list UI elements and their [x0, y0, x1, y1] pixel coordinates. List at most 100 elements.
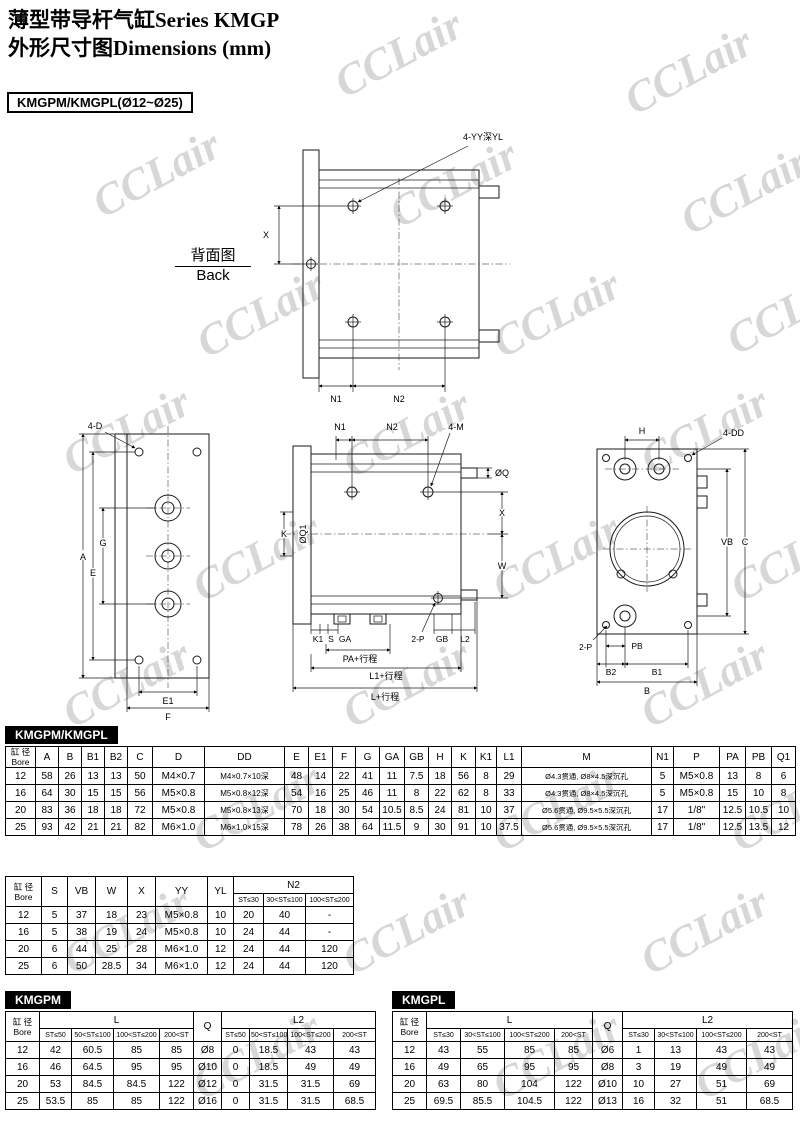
table-cell: Ø8 — [592, 1058, 623, 1076]
dim-label-e: E — [90, 568, 96, 578]
table-cell: G — [355, 746, 380, 768]
dim-label-oq: ØQ — [495, 468, 509, 478]
table-cell: Ø12 — [193, 1075, 222, 1093]
drawing-left-end-view: 4-D A E G E1 F — [78, 421, 210, 722]
table-cell: B1 — [81, 746, 105, 768]
dim-label-2p: 2-P — [579, 642, 593, 652]
table-cell: 11.5 — [379, 818, 405, 836]
table-cell: Ø4.3贯通, Ø8×4.5深沉孔 — [521, 784, 652, 802]
bore-header-en: Bore — [400, 1026, 419, 1037]
table-cell: VB — [67, 876, 96, 907]
table-cell: 17 — [651, 818, 674, 836]
page-title: 薄型带导杆气缸Series KMGP 外形尺寸图Dimensions (mm) — [8, 6, 279, 62]
table-cell: 8 — [771, 784, 796, 802]
table-cell: 54 — [284, 784, 309, 802]
table-cell: M — [521, 746, 652, 768]
table-cell: 20 — [5, 1075, 40, 1093]
table-cell: Ø5.6贯通, Ø9.5×5.5深沉孔 — [521, 818, 652, 836]
dim-label-b: B — [644, 686, 650, 696]
table-cell: 18 — [104, 801, 128, 819]
dim-label-w: W — [498, 561, 507, 571]
table-cell: 25 — [392, 1092, 427, 1110]
table-cell: 17 — [651, 801, 674, 819]
dim-label-ga: GA — [339, 634, 352, 644]
dim-label-e1: E1 — [162, 696, 173, 706]
table-cell: 5 — [651, 784, 674, 802]
table-cell: 12.5 — [719, 818, 746, 836]
table-cell: 25 — [332, 784, 356, 802]
table-cell: 200<ST — [159, 1028, 194, 1042]
table-cell: 13 — [81, 767, 105, 785]
table-cell: M5×0.8 — [673, 767, 720, 785]
table-cell: 85 — [113, 1092, 160, 1110]
table-cell: 30 — [428, 818, 452, 836]
dim-label-n1: N1 — [330, 394, 342, 404]
table-cell: 21 — [104, 818, 128, 836]
table-cell: Ø16 — [193, 1092, 222, 1110]
table-cell: 10 — [771, 801, 796, 819]
dim-label-2p: 2-P — [411, 634, 425, 644]
dim-label-oq1: ØQ1 — [298, 524, 308, 543]
table-cell: 34 — [127, 957, 156, 975]
table-cell: 6 — [41, 957, 68, 975]
table-cell: - — [305, 923, 354, 941]
table-cell: 122 — [554, 1075, 593, 1093]
table-cell: 49 — [426, 1058, 461, 1076]
table-cell: 38 — [332, 818, 356, 836]
table-cell: 8 — [475, 784, 497, 802]
table-cell: H — [428, 746, 452, 768]
table-cell: 13.5 — [745, 818, 772, 836]
table-cell: 12 — [207, 957, 234, 975]
table-cell: 100<ST≤200 — [504, 1028, 555, 1042]
back-view-outline — [293, 149, 510, 379]
table-cell: 44 — [263, 957, 306, 975]
table-cell: 48 — [284, 767, 309, 785]
table-cell: 23 — [127, 906, 156, 924]
table-cell: 56 — [451, 767, 476, 785]
dim-label-l2: L2 — [460, 634, 470, 644]
table-cell: 10 — [475, 818, 497, 836]
table-cell: 85.5 — [460, 1092, 505, 1110]
table-cell: 51 — [696, 1075, 747, 1093]
table-cell: 78 — [284, 818, 309, 836]
table-cell: 29 — [496, 767, 522, 785]
table-cell: 22 — [332, 767, 356, 785]
table-cell: 63 — [426, 1075, 461, 1093]
table-cell: 15 — [81, 784, 105, 802]
table-cell: 120 — [305, 957, 354, 975]
drawing-right-end-view: H 4-DD VB C 2-P PB B2 B1 B — [579, 426, 750, 696]
table-cell: X — [127, 876, 156, 907]
table-cell: 0 — [221, 1058, 250, 1076]
table-cell: 37.5 — [496, 818, 522, 836]
table-cell: 18 — [95, 906, 128, 924]
table-cell: 10 — [207, 923, 234, 941]
table-cell: 91 — [451, 818, 476, 836]
table-cell: 68.5 — [746, 1092, 793, 1110]
table-cell: 69 — [333, 1075, 376, 1093]
table-cell: 5 — [41, 923, 68, 941]
table-cell: 122 — [554, 1092, 593, 1110]
table-cell: 8 — [745, 767, 772, 785]
table-cell: 43 — [696, 1041, 747, 1059]
table-cell: 82 — [127, 818, 153, 836]
title-line2: 外形尺寸图Dimensions (mm) — [8, 36, 272, 60]
dim-label-g: G — [99, 538, 106, 548]
bore-header-en: Bore — [14, 891, 33, 902]
table-cell: 15 — [719, 784, 746, 802]
table-cell: 16 — [392, 1058, 427, 1076]
dim-label-pa: PA+行程 — [343, 653, 378, 664]
table-cell: 12 — [771, 818, 796, 836]
table-cell: GB — [404, 746, 429, 768]
table-cell: 18.5 — [249, 1058, 288, 1076]
table-cell: 16 — [5, 1058, 40, 1076]
